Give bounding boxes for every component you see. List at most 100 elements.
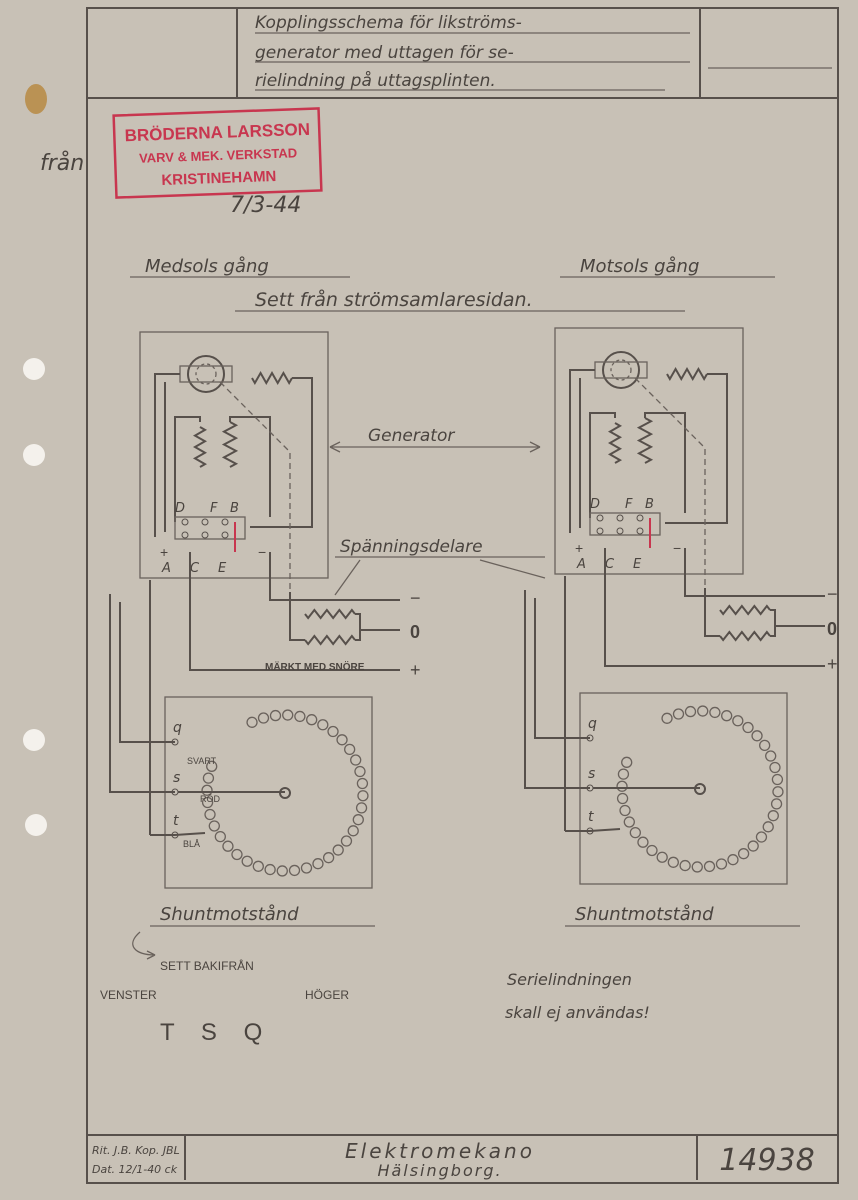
rheostat-coil xyxy=(352,814,364,826)
rheostat-coil xyxy=(771,773,784,786)
rheostat-coil xyxy=(294,710,306,723)
rheostat-coil xyxy=(616,792,629,805)
rheostat-terminal-s: s xyxy=(173,770,180,786)
rheostat-coil xyxy=(322,852,335,864)
terminal-label-A: A xyxy=(161,561,171,576)
terminal-plus: + xyxy=(575,540,583,556)
rheostat-coil xyxy=(672,708,685,720)
left-rheostat-label: Shuntmotstånd xyxy=(160,904,299,925)
rheostat-coil xyxy=(715,858,728,870)
dashed-wire xyxy=(634,377,706,588)
rheostat-terminal-t: t xyxy=(588,809,594,825)
rheostat-coil xyxy=(727,854,739,866)
rheostat-coil xyxy=(656,851,668,863)
rheostat-coil xyxy=(709,706,721,719)
drawn-by-line: Rit. J.B. Kop. JBL xyxy=(92,1144,180,1157)
right-heading: Motsols gång xyxy=(580,256,699,277)
rheostat-coil xyxy=(747,840,759,852)
series-winding-icon xyxy=(251,370,293,386)
dashed-wire xyxy=(219,381,291,592)
rheostat-coil xyxy=(350,754,362,766)
rheostat-coil xyxy=(703,860,716,873)
rheostat-coil xyxy=(355,802,368,814)
rheostat-coil xyxy=(755,831,768,843)
terminal-screw xyxy=(616,514,624,522)
armature-icon xyxy=(187,355,225,393)
terminal-minus: − xyxy=(673,540,681,556)
right-terminal-minus: − xyxy=(827,584,838,604)
title-line-3: rielindning på uttagsplinten. xyxy=(255,70,496,91)
rheostat-coil xyxy=(306,714,318,726)
punch-holes xyxy=(23,84,47,836)
terminal-screw xyxy=(181,531,189,539)
rheostat-coil xyxy=(332,844,344,856)
rheostat-terminal-q: q xyxy=(588,716,597,732)
right-rheostat-label: Shuntmotstånd xyxy=(575,904,714,925)
rheostat-coil xyxy=(312,858,324,870)
title-text: Kopplingsschema för likströms- generator… xyxy=(255,13,690,91)
company-stamp: BRÖDERNA LARSSON VARV & MEK. VERKSTAD KR… xyxy=(112,107,323,199)
rheostat-coil xyxy=(208,820,220,832)
rheostat-coil xyxy=(721,710,733,722)
rheostat-coil xyxy=(231,848,243,861)
rheostat-coil xyxy=(288,864,301,877)
rheostat-coil xyxy=(732,715,744,727)
rheostat-coil xyxy=(344,743,356,756)
rheostat-coil xyxy=(679,859,691,872)
rheostat-coil xyxy=(269,709,282,722)
rheostat-coil xyxy=(619,804,631,817)
rheostat-coil xyxy=(667,856,679,868)
handwritten-fran: från xyxy=(40,150,84,176)
left-terminal-zero: 0 xyxy=(410,622,420,642)
rheostat-coil xyxy=(202,772,215,784)
terminal-screw xyxy=(636,527,644,535)
rheostat-coil xyxy=(697,705,709,717)
rheostat-coil xyxy=(772,786,784,798)
wire-label-svart: SVART xyxy=(187,756,217,766)
rheostat-coil xyxy=(637,836,649,848)
drawing-number: 14938 xyxy=(719,1143,814,1178)
rheostat-coil xyxy=(751,730,763,742)
terminal-label-C: C xyxy=(190,561,200,576)
terminal-label-D: D xyxy=(590,497,600,512)
rheostat-coil xyxy=(201,796,214,809)
divider-resistor-1 xyxy=(304,608,356,620)
handwritten-date: 7/3-44 xyxy=(230,193,301,218)
rheostat-coil xyxy=(336,734,348,746)
rheostat-coil xyxy=(769,761,781,774)
rheostat-coil xyxy=(646,844,658,857)
rheostat-coil xyxy=(737,848,750,860)
right-terminal-plus: + xyxy=(827,654,838,674)
subheading: Sett från strömsamlaresidan. xyxy=(255,288,533,311)
rheostat-coil xyxy=(241,855,253,867)
stamp-line-2: VARV & MEK. VERKSTAD xyxy=(139,145,298,166)
rheostat-coil xyxy=(317,719,329,731)
commutator-icon xyxy=(195,363,217,385)
company-name: Elektromekano xyxy=(345,1139,535,1163)
terminal-screw xyxy=(596,527,604,535)
divider-resistor-1 xyxy=(719,604,771,616)
rheostat-terminal-t: t xyxy=(173,813,179,829)
rheostat-terminal-q: q xyxy=(173,720,182,736)
rheostat-coil xyxy=(204,808,216,821)
stamp-line-3: KRISTINEHAMN xyxy=(161,168,277,189)
rheostat-coil xyxy=(356,777,369,790)
voltage-divider-label: Spänningsdelare xyxy=(340,537,483,557)
terminal-screw xyxy=(221,518,229,526)
rheostat-coil xyxy=(300,862,313,874)
terminal-board xyxy=(589,512,661,536)
note-line-2: skall ej användas! xyxy=(505,1003,650,1022)
right-side-label: HÖGER xyxy=(305,988,349,1002)
date-line: Dat. 12/1-40 ck xyxy=(92,1163,178,1176)
rheostat-wiring xyxy=(109,580,206,836)
rheostat-coil xyxy=(252,860,264,872)
rheostat-coil xyxy=(661,712,673,724)
terminal-screw xyxy=(616,527,624,535)
rheostat-coil xyxy=(616,780,628,792)
rheostat-coil xyxy=(742,721,754,734)
left-heading: Medsols gång xyxy=(145,256,269,277)
rheostat-coil xyxy=(327,725,339,738)
terminal-label-D: D xyxy=(175,501,185,516)
